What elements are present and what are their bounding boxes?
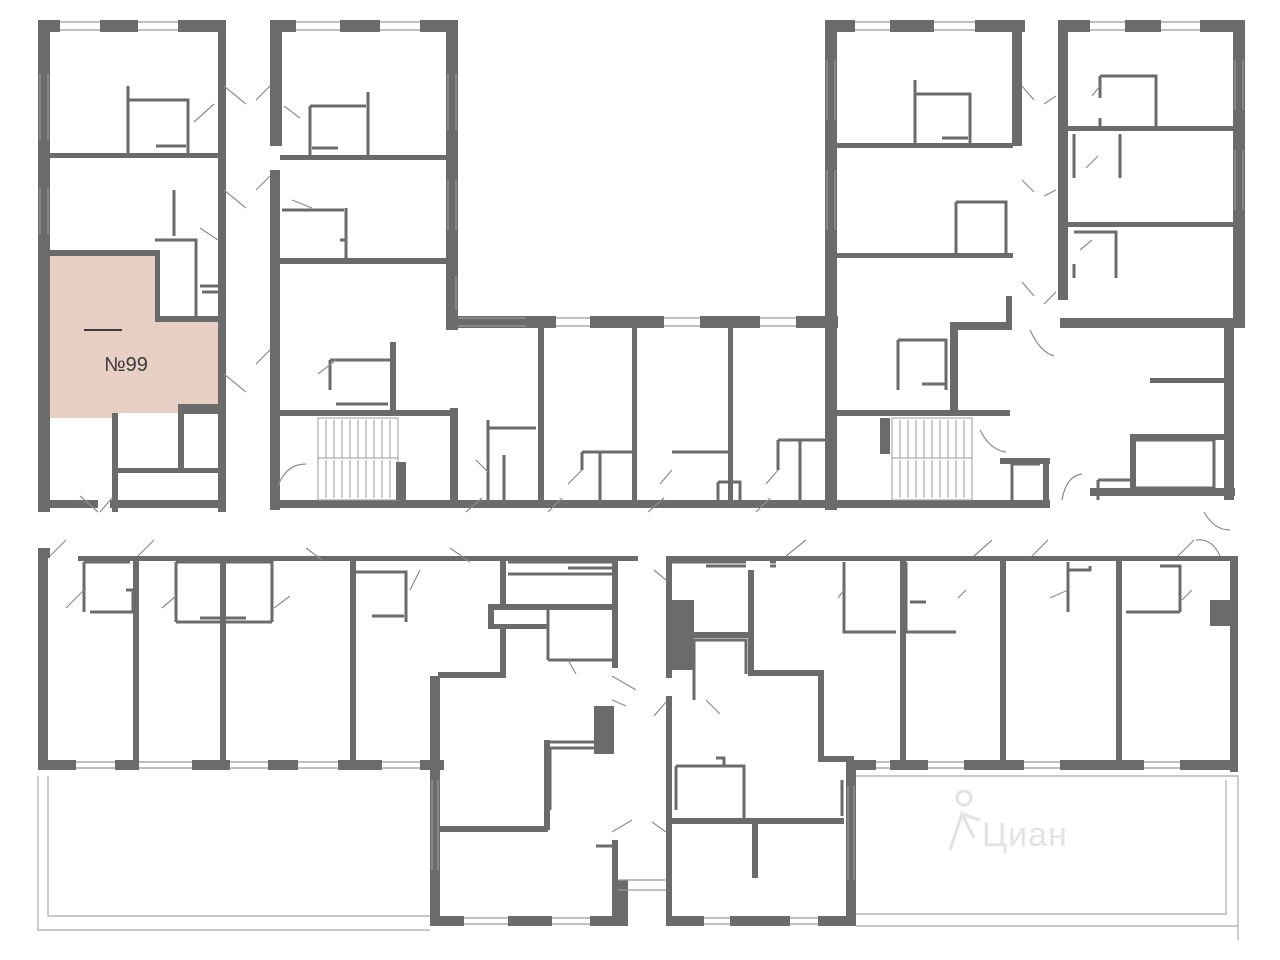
walls-lower-left [38, 552, 628, 926]
corridor-walls [38, 548, 1232, 561]
windows [39, 21, 1244, 925]
watermark: Циан [948, 789, 1068, 854]
unit-99-label[interactable]: №99 [104, 354, 148, 376]
watermark-text: Циан [982, 816, 1068, 854]
unit-99-area[interactable] [50, 256, 218, 468]
walls-lower-right [666, 556, 1238, 926]
stairwell-left [317, 417, 406, 501]
walls-center [526, 20, 838, 510]
walls-left-wing [38, 20, 226, 512]
walls-right-wing [825, 20, 1245, 508]
watermark-logo-icon [948, 789, 981, 851]
door-swings [49, 85, 1231, 833]
terraces [37, 775, 1239, 940]
partitions [82, 74, 1216, 848]
stairwell-right [880, 417, 973, 501]
